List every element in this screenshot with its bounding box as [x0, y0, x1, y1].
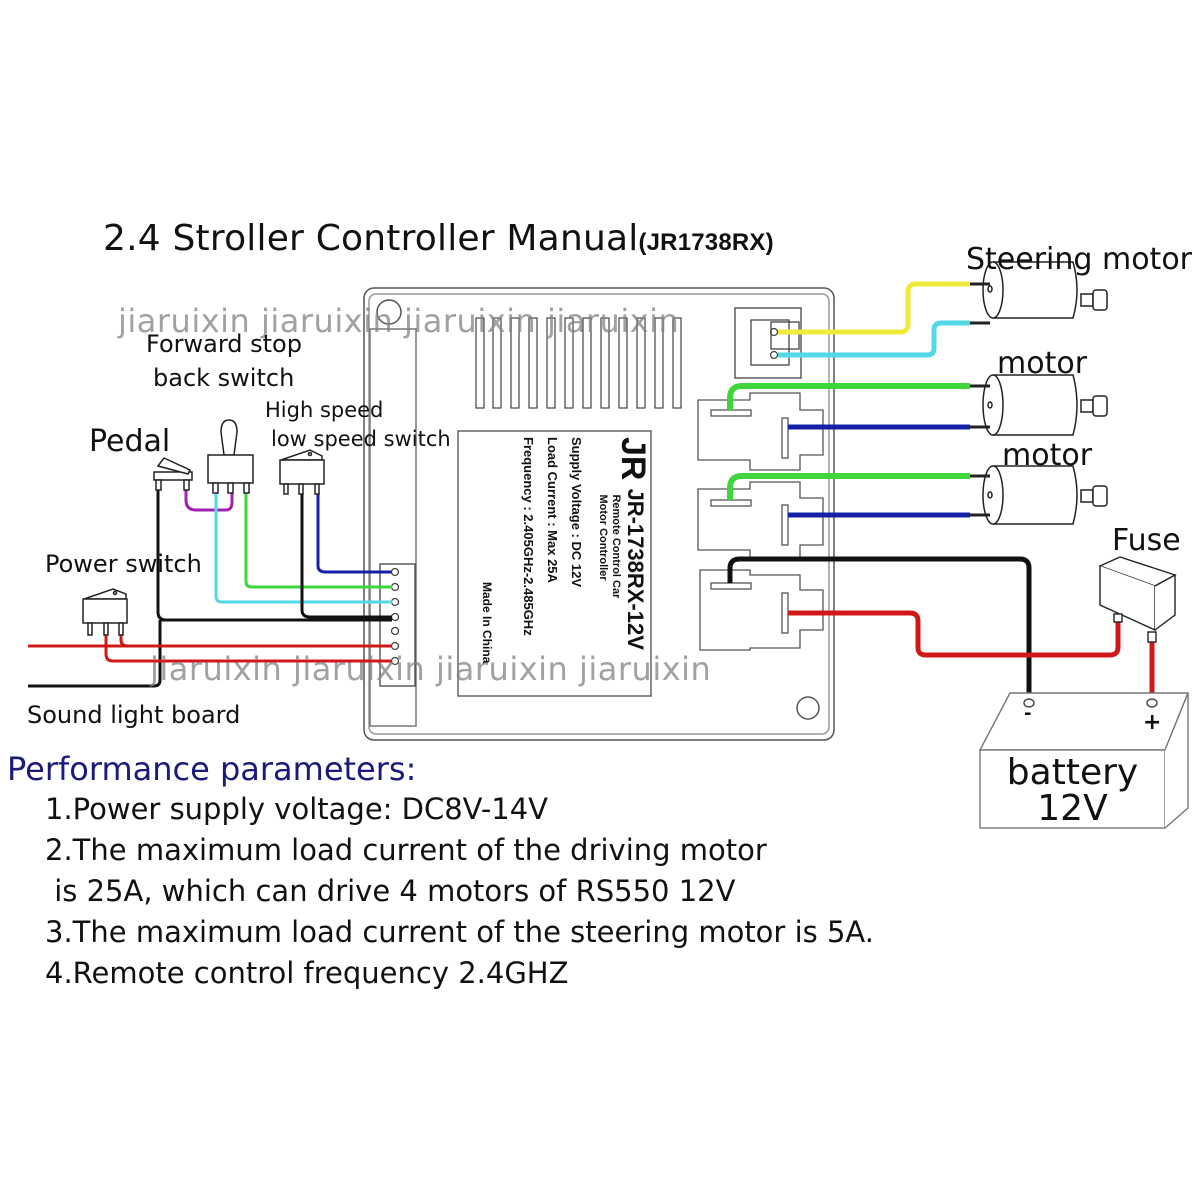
jr-logo: JR [614, 437, 652, 481]
label-power-switch: Power switch [45, 550, 202, 578]
label-motor-2: motor [1002, 438, 1093, 473]
label-battery-line1: battery [1006, 752, 1139, 793]
power-rocker-switch-icon [82, 588, 128, 636]
motor-connector-1 [697, 392, 824, 471]
drive-motor-1-icon [970, 374, 1108, 436]
speed-rocker-switch-icon [279, 449, 325, 495]
mount-hole-top-left [376, 299, 402, 325]
controller-model: JR-1738RX-12V [623, 488, 648, 650]
wire-red-power-2 [104, 632, 392, 663]
wire-cyan-forward [214, 485, 392, 604]
label-battery: battery 12V [980, 755, 1165, 827]
label-fuse: Fuse [1112, 523, 1181, 558]
wire-yellow-steering [778, 281, 970, 335]
drive-motor-2-icon [970, 465, 1108, 525]
label-battery-positive: + [1143, 710, 1162, 735]
wire-green-motor-2 [727, 473, 970, 500]
wire-green-forward [244, 485, 392, 589]
title-main: 2.4 Stroller Controller Manual [103, 218, 639, 259]
steering-motor-icon [970, 261, 1108, 325]
motor-connector-2 [697, 481, 824, 561]
controller-subtitle-2: Motor Controller [597, 494, 609, 581]
controller-load-current: Load Current : Max 25A [545, 437, 560, 583]
pedal-switch-icon [153, 457, 193, 491]
controller-label-plate: JR JR-1738RX-12V Remote Control Car Moto… [458, 431, 652, 696]
label-forward-stop-line1: Forward stop [146, 330, 302, 358]
steering-connector [734, 307, 802, 379]
controller-frequency: Frequency : 2.405GHz-2.485GHz [521, 437, 536, 636]
performance-item: 1.Power supply voltage: DC8V-14V [45, 792, 549, 826]
label-battery-negative: - [1024, 703, 1032, 724]
controller-made-in: Made In China [480, 582, 494, 664]
performance-item: 3.The maximum load current of the steeri… [45, 915, 874, 949]
power-connector [699, 569, 824, 651]
wire-cyan-steering [778, 320, 970, 358]
label-pedal: Pedal [89, 424, 171, 459]
wire-red-battery-pos [788, 610, 1121, 658]
wire-red-power-switch [119, 632, 129, 648]
performance-title: Performance parameters: [7, 750, 417, 788]
label-steering-motor: Steering motor [966, 242, 1193, 277]
fuse-icon [1098, 556, 1177, 643]
label-high-speed-line1: High speed [265, 398, 384, 422]
wire-black-battery-neg [727, 556, 1032, 700]
performance-item: is 25A, which can drive 4 motors of RS55… [45, 874, 736, 908]
label-plate-frame [457, 430, 652, 697]
controller-plate-text: JR JR-1738RX-12V Remote Control Car Moto… [480, 437, 652, 692]
performance-item: 2.The maximum load current of the drivin… [45, 833, 767, 867]
label-forward-stop-line2: back switch [153, 364, 295, 392]
wire-black-sound-board [28, 620, 162, 688]
label-battery-line2: 12V [1037, 788, 1108, 829]
controller-subtitle-1: Remote Control Car [610, 494, 622, 599]
title-model: (JR1738RX) [638, 229, 774, 256]
wire-blue-speed [316, 487, 392, 574]
label-sound-light-board: Sound light board [27, 701, 241, 729]
battery-icon [978, 692, 1190, 829]
forward-back-toggle-icon [207, 419, 254, 494]
wire-black-speed [300, 487, 392, 619]
watermark-top: jiaruixin jiaruixin jiaruixin jiaruixin [118, 302, 680, 340]
label-high-speed-line2: low speed switch [271, 427, 451, 451]
watermark-bottom: jiaruixin jiaruixin jiaruixin jiaruixin [150, 650, 712, 688]
mount-hole-bottom-right [796, 696, 820, 720]
wire-purple-pedal-switch [184, 485, 234, 512]
controller-supply-voltage: Supply Voltage : DC 12V [569, 437, 584, 588]
performance-item: 4.Remote control frequency 2.4GHZ [45, 956, 569, 990]
wire-green-motor-1 [727, 383, 970, 410]
heatsink-fins [475, 317, 682, 409]
label-motor-1: motor [997, 346, 1088, 381]
page-title: 2.4 Stroller Controller Manual(JR1738RX) [103, 218, 774, 259]
